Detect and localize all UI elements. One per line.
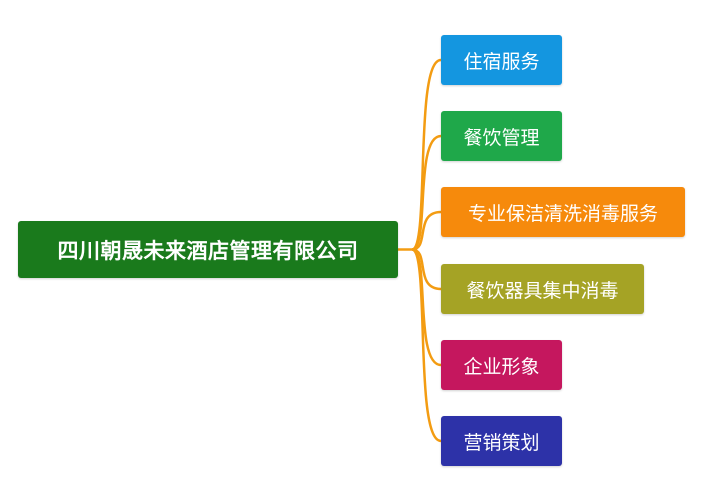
child-node-label: 餐饮管理: [463, 126, 540, 149]
child-node-label: 营销策划: [463, 431, 540, 454]
connector-line: [411, 248, 442, 291]
child-node-label: 专业保洁清洗消毒服务: [467, 202, 658, 225]
child-node-label: 住宿服务: [463, 50, 540, 73]
child-node-accommodation[interactable]: 住宿服务: [441, 35, 562, 85]
connector-line: [411, 248, 442, 367]
connector-line: [411, 134, 442, 251]
connector-line: [411, 210, 442, 251]
root-node[interactable]: 四川朝晟未来酒店管理有限公司: [18, 221, 398, 278]
child-node-marketing[interactable]: 营销策划: [441, 416, 562, 466]
connector-line: [411, 248, 442, 443]
child-node-label: 餐饮器具集中消毒: [466, 279, 619, 302]
child-node-cleaning[interactable]: 专业保洁清洗消毒服务: [441, 187, 685, 237]
child-node-corporate-image[interactable]: 企业形象: [441, 340, 562, 390]
root-node-label: 四川朝晟未来酒店管理有限公司: [57, 238, 359, 263]
child-node-catering[interactable]: 餐饮管理: [441, 111, 562, 161]
child-node-label: 企业形象: [463, 355, 540, 378]
child-node-disinfection[interactable]: 餐饮器具集中消毒: [441, 264, 644, 314]
